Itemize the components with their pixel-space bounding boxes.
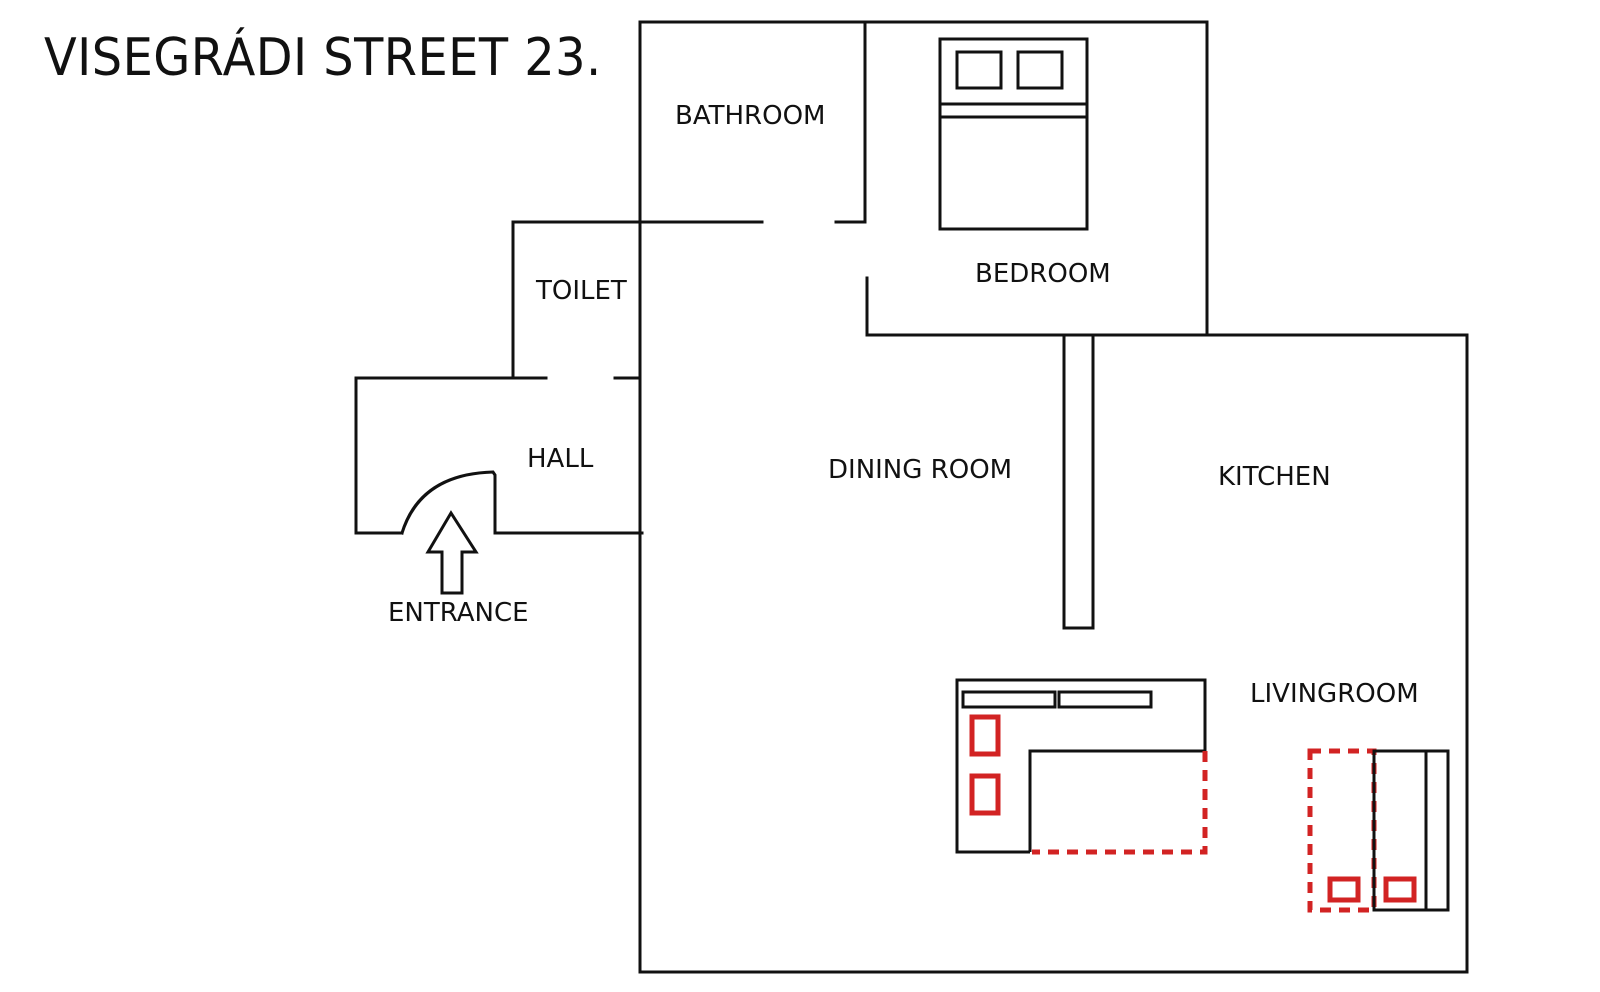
bedroom-label: BEDROOM bbox=[975, 259, 1111, 289]
bathroom-label: BATHROOM bbox=[675, 101, 825, 131]
seat-cushion-bottom bbox=[969, 773, 1001, 816]
pillow-left bbox=[955, 50, 1003, 90]
livingroom-dashed-area bbox=[1307, 748, 1377, 913]
hall-walls bbox=[354, 376, 515, 535]
table-dashed-outline bbox=[1032, 751, 1208, 855]
up-arrow-icon bbox=[425, 510, 479, 595]
pillow-right bbox=[1016, 50, 1064, 90]
livingroom-pillow-right bbox=[1383, 876, 1417, 903]
livingroom-label: LIVINGROOM bbox=[1250, 679, 1419, 709]
toilet-walls bbox=[511, 220, 642, 380]
bed bbox=[938, 37, 1089, 231]
page-title: VISEGRÁDI STREET 23. bbox=[44, 28, 602, 88]
main-outer-wall bbox=[638, 20, 1469, 974]
hall-label: HALL bbox=[527, 444, 594, 474]
bed-frame bbox=[938, 37, 1089, 231]
dining-room-label: DINING ROOM bbox=[828, 455, 1012, 485]
kitchen-divider-wall bbox=[1062, 333, 1095, 630]
sofa-back-cushion-right bbox=[1057, 690, 1153, 709]
sofa-back-cushion-left bbox=[961, 690, 1057, 709]
corner-sofa bbox=[955, 678, 1208, 855]
livingroom-bed bbox=[1307, 748, 1450, 913]
door-arc-icon bbox=[400, 470, 497, 535]
livingroom-bed-frame bbox=[1372, 749, 1450, 912]
walls bbox=[354, 20, 1469, 974]
entrance-label: ENTRANCE bbox=[388, 598, 529, 628]
kitchen-label: KITCHEN bbox=[1218, 462, 1331, 492]
livingroom-pillow-left bbox=[1327, 876, 1361, 903]
sofa-outline bbox=[955, 678, 1207, 854]
toilet-label: TOILET bbox=[535, 276, 627, 306]
seat-cushion-top bbox=[969, 714, 1001, 757]
